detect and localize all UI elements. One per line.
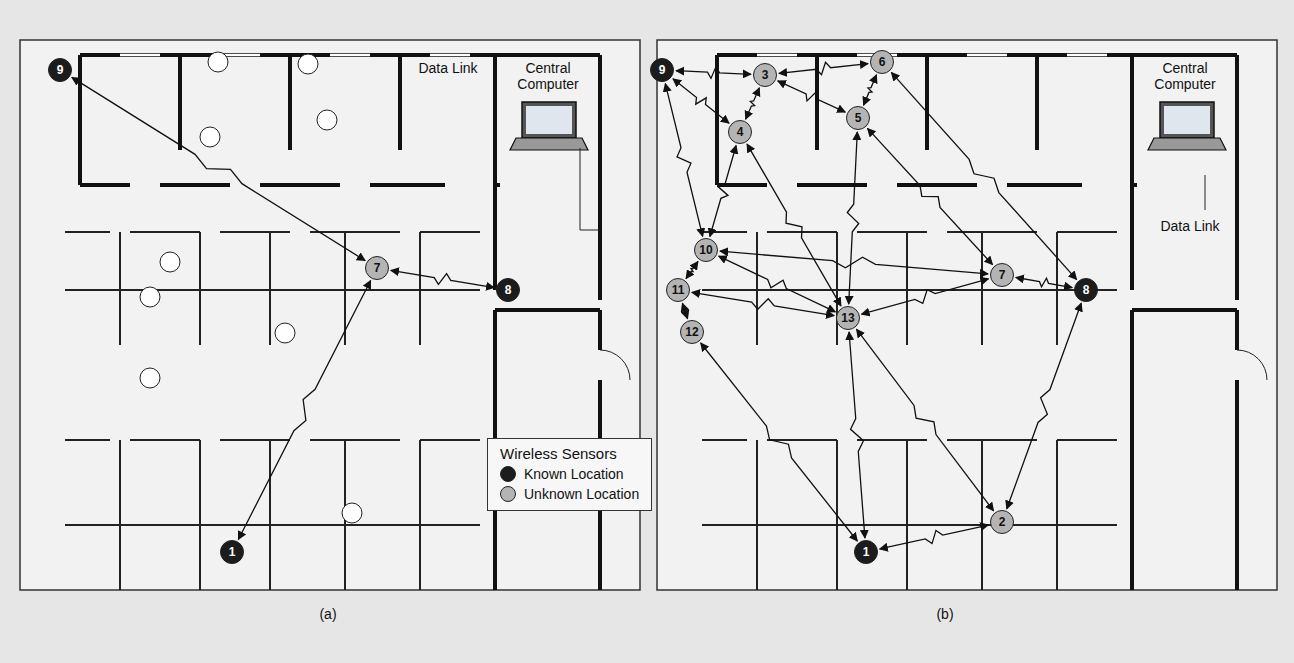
radio-link (847, 132, 858, 304)
known-sensor: 8 (1074, 278, 1098, 302)
unknown-sensor: 7 (365, 256, 389, 280)
known-sensor: 1 (854, 540, 878, 564)
sensor-number: 6 (879, 56, 886, 68)
radio-link (867, 128, 992, 264)
unknown-sensor: 11 (666, 278, 690, 302)
radio-link (856, 329, 993, 511)
panel-caption: (a) (300, 606, 356, 622)
radio-link (864, 75, 877, 105)
sensor-number: 9 (57, 64, 64, 76)
radio-link (849, 332, 865, 538)
sensor-number: 9 (659, 64, 666, 76)
sensor-number: 5 (855, 112, 862, 124)
radio-link (779, 62, 868, 75)
legend-swatch (500, 466, 516, 482)
unknown-sensor: 5 (846, 106, 870, 130)
unknown-sensor: 12 (680, 320, 704, 344)
radio-link (861, 279, 988, 314)
radio-link (720, 251, 988, 274)
unknown-sensor: 2 (990, 510, 1014, 534)
radio-link (72, 77, 365, 260)
unknown-sensor: 6 (870, 50, 894, 74)
radio-link (1016, 277, 1072, 287)
radio-link (391, 270, 494, 287)
radio-link (692, 292, 834, 315)
sensor-number: 11 (672, 284, 685, 296)
sensor-number: 4 (737, 126, 744, 138)
room-label: Central Computer (1135, 60, 1235, 92)
radio-link (686, 261, 698, 278)
sensor-number: 13 (841, 312, 854, 324)
legend-row: Unknown Location (500, 486, 639, 502)
radio-link (719, 256, 836, 312)
radio-link (665, 84, 702, 237)
sensor-number: 2 (999, 516, 1006, 528)
sensor-number: 1 (229, 546, 236, 558)
sensor-number: 3 (762, 69, 769, 81)
sensor-number: 12 (685, 326, 698, 338)
radio-link (701, 343, 858, 541)
unknown-sensor: 3 (753, 63, 777, 87)
radio-link (1007, 303, 1081, 509)
legend-row: Known Location (500, 466, 639, 482)
radio-link (880, 525, 989, 549)
unknown-sensor: 10 (694, 238, 718, 262)
room-label: Data Link (403, 60, 493, 76)
radio-link (673, 79, 729, 124)
known-sensor: 1 (220, 540, 244, 564)
sensor-number: 7 (999, 269, 1006, 281)
known-sensor: 8 (496, 278, 520, 302)
unknown-sensor: 4 (728, 120, 752, 144)
legend-title: Wireless Sensors (500, 445, 639, 462)
panel-caption: (b) (917, 606, 973, 622)
sensor-number: 8 (1083, 284, 1090, 296)
sensor-number: 7 (374, 262, 381, 274)
legend-text: Known Location (524, 466, 624, 482)
radio-link (682, 303, 687, 318)
known-sensor: 9 (48, 58, 72, 82)
legend-text: Unknown Location (524, 486, 639, 502)
unknown-sensor: 13 (836, 306, 860, 330)
radio-link (676, 67, 751, 79)
sensor-number: 1 (863, 546, 870, 558)
radio-link (746, 88, 760, 119)
room-label: Data Link (1150, 218, 1230, 234)
known-sensor: 9 (650, 58, 674, 82)
radio-link (238, 280, 370, 539)
radio-link (710, 145, 736, 236)
radio-link (891, 72, 1076, 279)
radio-link (778, 81, 846, 112)
legend-swatch (500, 486, 516, 502)
unknown-sensor: 7 (990, 263, 1014, 287)
room-label: Central Computer (498, 60, 598, 92)
sensor-number: 10 (699, 244, 712, 256)
legend-box: Wireless SensorsKnown LocationUnknown Lo… (487, 438, 652, 511)
sensor-number: 8 (505, 284, 512, 296)
radio-link (747, 144, 841, 306)
